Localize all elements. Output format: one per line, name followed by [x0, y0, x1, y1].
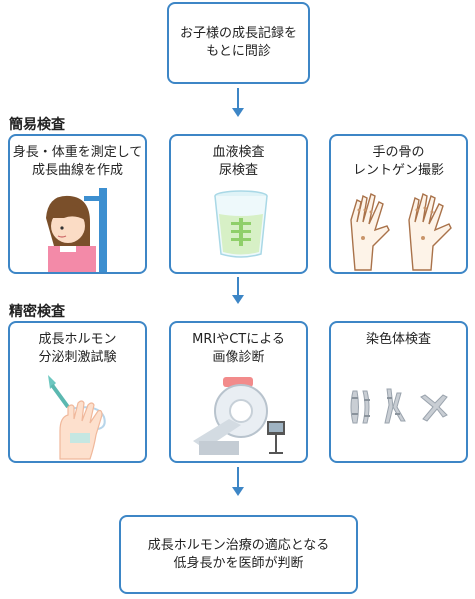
simple-test-hand-xray-label: 手の骨の レントゲン撮影: [352, 145, 444, 178]
flow-arrowhead-1: [232, 108, 244, 117]
flow-arrow-1: [237, 88, 239, 110]
iv-drip-hand-icon: [48, 375, 106, 460]
detail-test-gh-stimulation-label: 成長ホルモン 分泌刺激試験: [38, 332, 117, 365]
section-title-detail: 精密検査: [9, 304, 65, 320]
mri-scanner-icon: [193, 377, 285, 455]
intake-interview-label: お子様の成長記録を もとに問診: [179, 26, 297, 59]
detail-test-chromosome: 染色体検査: [329, 321, 468, 463]
simple-test-hand-xray: 手の骨の レントゲン撮影: [329, 134, 468, 274]
detail-test-gh-stimulation: 成長ホルモン 分泌刺激試験: [8, 321, 147, 463]
simple-test-height-weight-label: 身長・体重を測定して 成長曲線を作成: [12, 145, 143, 178]
chromosome-icon: [350, 388, 448, 424]
detail-test-mri-ct: MRIやCTによる 画像診断: [169, 321, 308, 463]
doctor-judgment-box: 成長ホルモン治療の適応となる 低身長かを医師が判断: [119, 515, 358, 594]
simple-test-height-weight: 身長・体重を測定して 成長曲線を作成: [8, 134, 147, 274]
flow-arrowhead-3: [232, 487, 244, 496]
flow-arrow-2: [237, 277, 239, 296]
detail-test-chromosome-label: 染色体検査: [365, 332, 431, 347]
simple-test-blood-urine: 血液検査 尿検査: [169, 134, 308, 274]
section-title-simple: 簡易検査: [9, 117, 65, 133]
doctor-judgment-label: 成長ホルモン治療の適応となる 低身長かを医師が判断: [147, 538, 330, 571]
detail-test-mri-ct-label: MRIやCTによる 画像診断: [192, 332, 285, 365]
hand-xray-icon: [350, 192, 452, 271]
simple-test-blood-urine-label: 血液検査 尿検査: [212, 145, 265, 178]
intake-interview-box: お子様の成長記録を もとに問診: [167, 2, 310, 84]
flow-arrowhead-2: [232, 295, 244, 304]
child-height-measurement-icon: [46, 188, 107, 272]
urine-cup-icon: [214, 190, 268, 258]
flow-arrow-3: [237, 467, 239, 489]
